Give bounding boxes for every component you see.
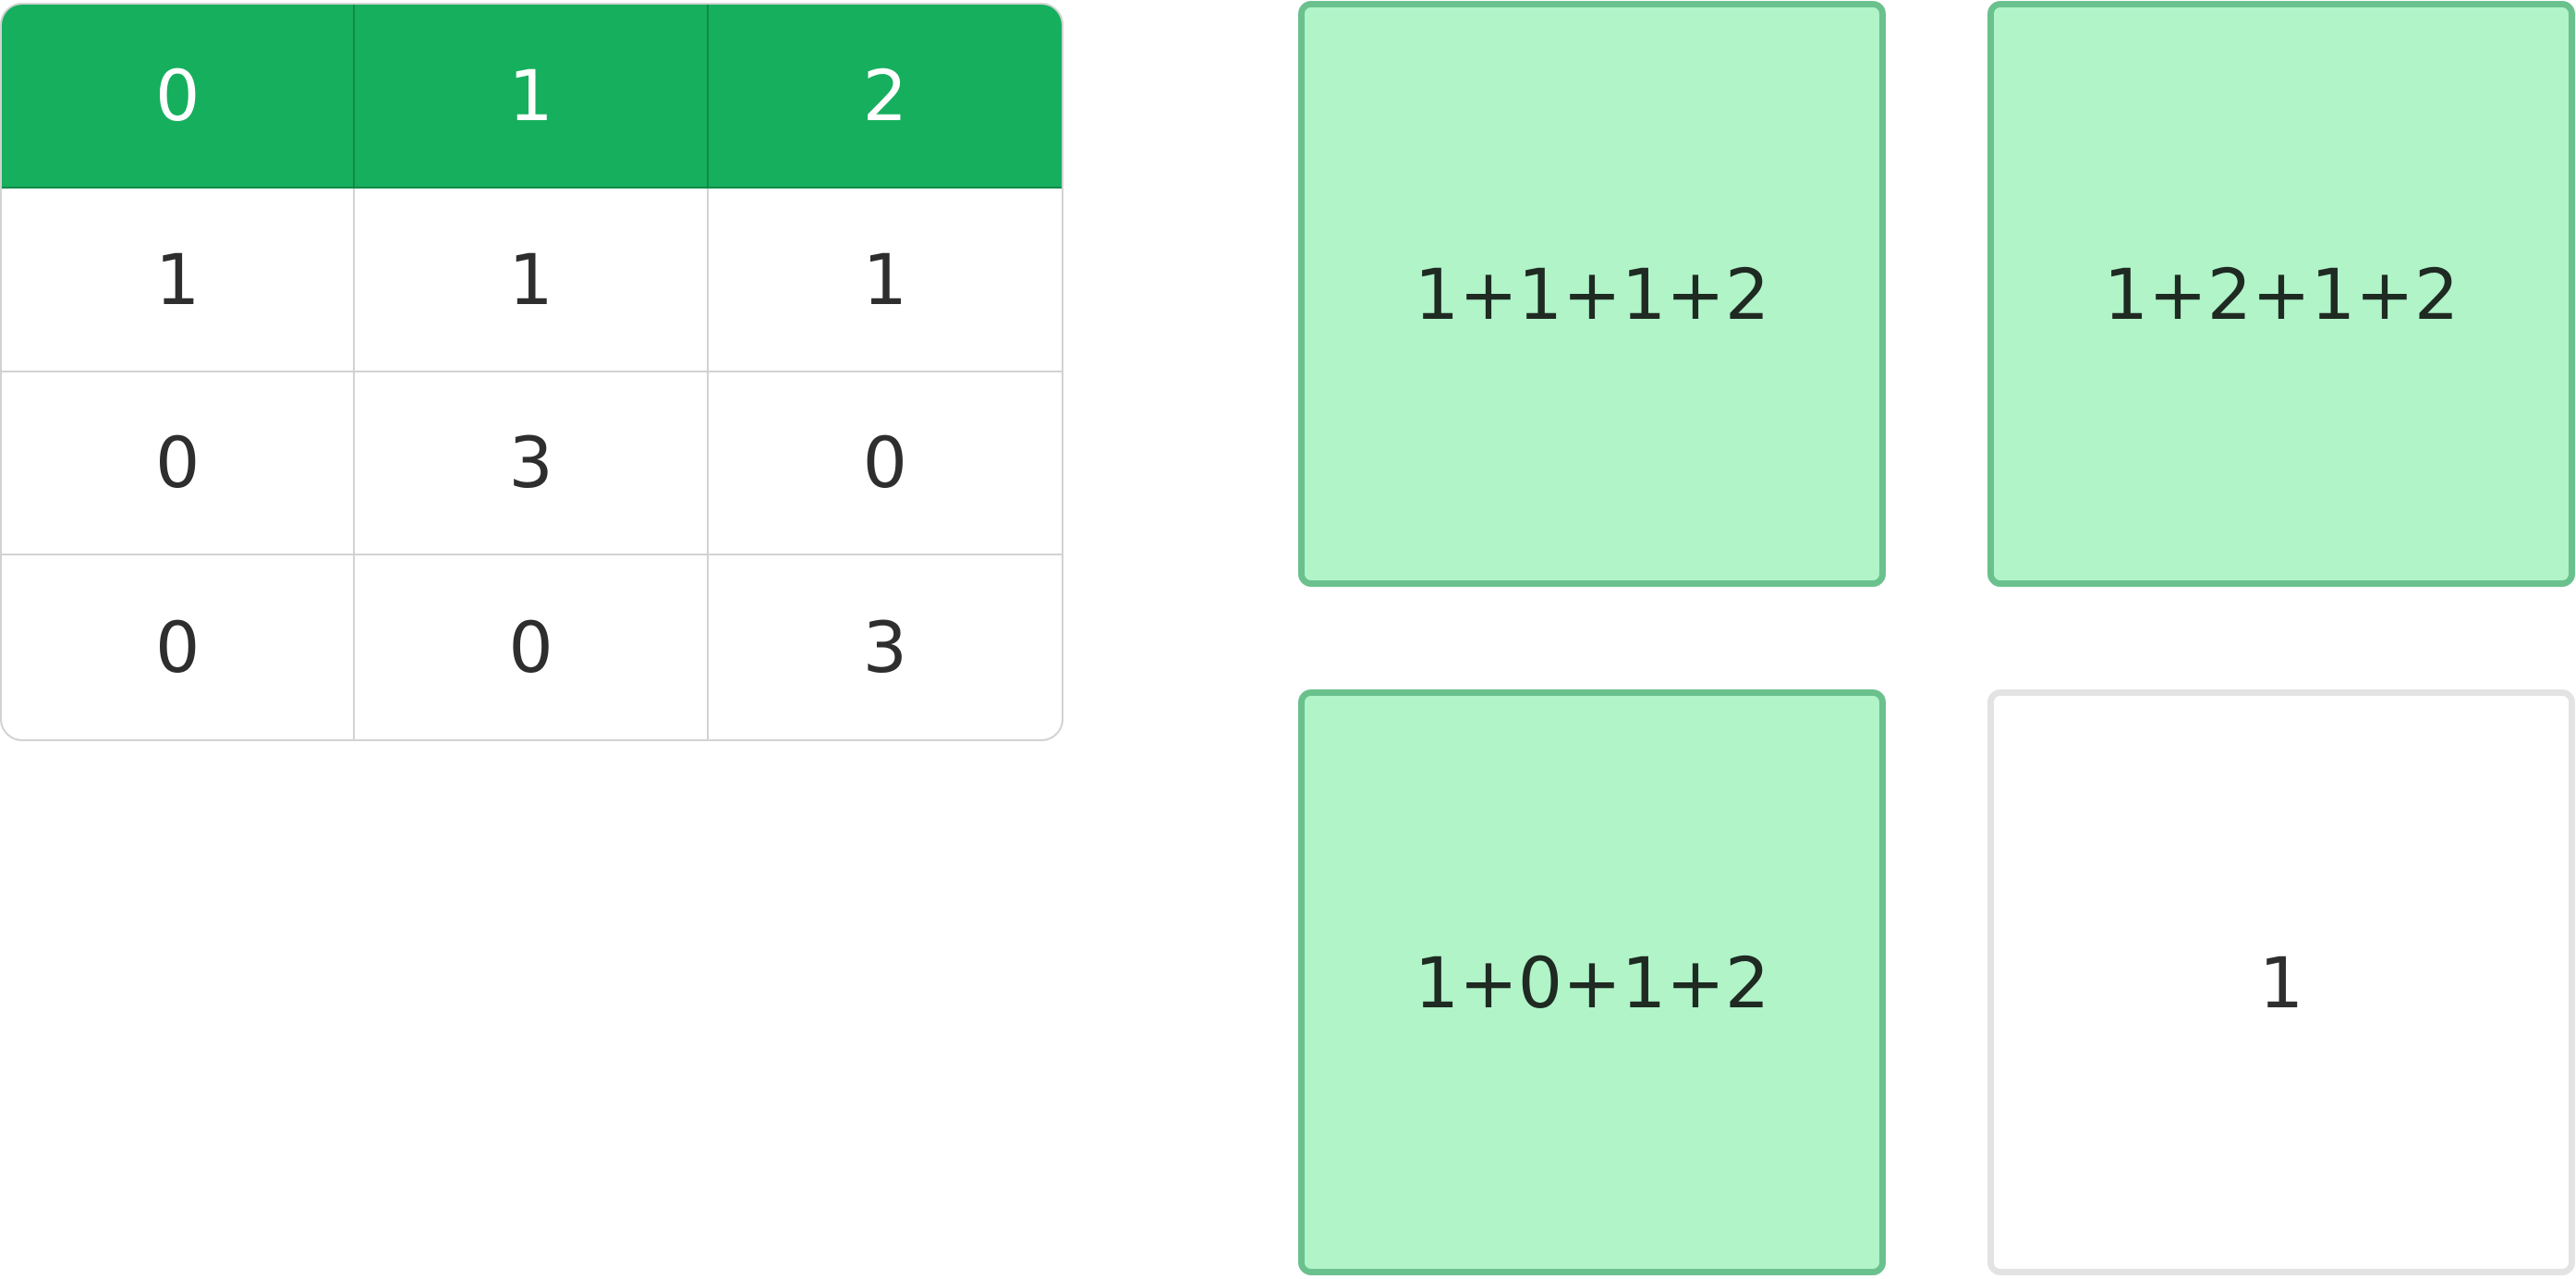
table-cell: 3 xyxy=(862,606,907,689)
sum-card: 1+1+1+2 xyxy=(1298,1,1886,587)
table-cell: 1 xyxy=(2,188,356,372)
table-cell: 0 xyxy=(2,555,356,739)
sum-card: 1 xyxy=(1987,689,2575,1275)
sum-card: 1+2+1+2 xyxy=(1987,1,2575,587)
table-cell: 1 xyxy=(708,189,1062,372)
table-cell: 3 xyxy=(355,372,709,556)
table-cell: 0 xyxy=(355,555,709,739)
table-cell: 0 xyxy=(2,372,356,556)
sum-card: 1+0+1+2 xyxy=(1298,689,1886,1275)
table-cell: 0 xyxy=(708,372,1062,556)
table-cell: 1 xyxy=(355,188,709,372)
table-header-cell: 2 xyxy=(708,5,1062,189)
count-table: 0 1 2 1 1 1 0 3 0 0 0 3 xyxy=(0,3,1063,741)
table-header-cell: 0 xyxy=(2,5,356,189)
table-header-cell: 1 xyxy=(355,5,709,189)
